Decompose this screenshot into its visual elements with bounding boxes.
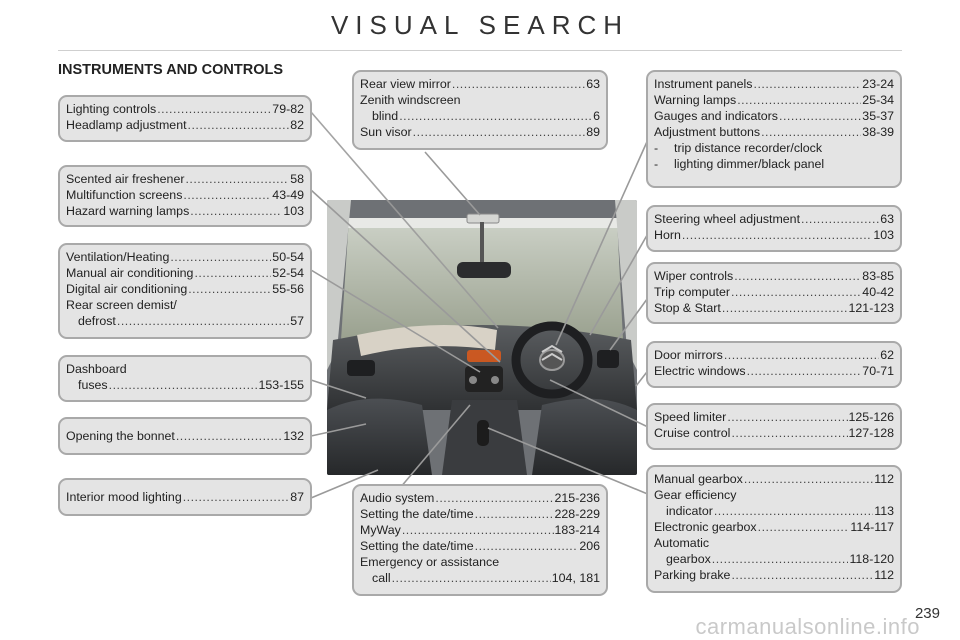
entry-electric-windows: Electric windows70-71 (654, 363, 894, 379)
box-instruments: Instrument panels23-24 Warning lamps25-3… (646, 70, 902, 188)
entry-horn: Horn103 (654, 227, 894, 243)
entry-sun-visor: Sun visor89 (360, 124, 600, 140)
car-interior-illustration (327, 200, 637, 475)
page-title: VISUAL SEARCH (330, 10, 630, 40)
bullet-lighting-dimmer: -lighting dimmer/black panel (654, 157, 825, 171)
entry-multifunction-screens: Multifunction screens43-49 (66, 187, 304, 203)
entry-instrument-panels: Instrument panels23-24 (654, 76, 894, 92)
entry-opening-the-bonnet: Opening the bonnet132 (66, 428, 304, 444)
entry-headlamp-adjustment: Headlamp adjustment82 (66, 117, 304, 133)
entry-gear-efficiency-indicator: Gear efficiency indicator113 (654, 487, 894, 519)
box-scented: Scented air freshener58 Multifunction sc… (58, 165, 312, 227)
entry-hazard-warning-lamps: Hazard warning lamps103 (66, 203, 304, 219)
box-bonnet: Opening the bonnet132 (58, 417, 312, 455)
box-mood-lighting: Interior mood lighting87 (58, 478, 312, 516)
entry-rear-view-mirror: Rear view mirror63 (360, 76, 600, 92)
entry-myway: MyWay183-214 (360, 522, 600, 538)
section-heading: INSTRUMENTS AND CONTROLS (58, 62, 284, 78)
entry-emergency-call: Emergency or assistance call104, 181 (360, 554, 600, 586)
entry-setting-date-time-audio: Setting the date/time228-229 (360, 506, 600, 522)
entry-ventilation-heating: Ventilation/Heating50-54 (66, 249, 304, 265)
entry-setting-date-time-myway: Setting the date/time206 (360, 538, 600, 554)
entry-audio-system: Audio system215-236 (360, 490, 600, 506)
box-wiper: Wiper controls83-85 Trip computer40-42 S… (646, 262, 902, 324)
entry-speed-limiter: Speed limiter125-126 (654, 409, 894, 425)
entry-manual-air-conditioning: Manual air conditioning52-54 (66, 265, 304, 281)
entry-manual-gearbox: Manual gearbox112 (654, 471, 894, 487)
box-mirror: Rear view mirror63 Zenith windscreen bli… (352, 70, 608, 150)
page-number: 239 (914, 605, 940, 622)
box-dashboard-fuses: Dashboard fuses153-155 (58, 355, 312, 402)
entry-wiper-controls: Wiper controls83-85 (654, 268, 894, 284)
box-ventilation: Ventilation/Heating50-54 Manual air cond… (58, 243, 312, 339)
entry-stop-and-start: Stop & Start121-123 (654, 300, 894, 316)
entry-lighting-controls: Lighting controls79-82 (66, 101, 304, 117)
entry-parking-brake: Parking brake112 (654, 567, 894, 583)
watermark: carmanualsonline.info (695, 614, 920, 639)
bullet-trip-distance: -trip distance recorder/clock (654, 141, 823, 155)
entry-digital-air-conditioning: Digital air conditioning55-56 (66, 281, 304, 297)
box-door-mirrors: Door mirrors62 Electric windows70-71 (646, 341, 902, 388)
box-gearbox: Manual gearbox112 Gear efficiency indica… (646, 465, 902, 593)
entry-cruise-control: Cruise control127-128 (654, 425, 894, 441)
entry-trip-computer: Trip computer40-42 (654, 284, 894, 300)
entry-door-mirrors: Door mirrors62 (654, 347, 894, 363)
entry-rear-screen-demist: Rear screen demist/ defrost57 (66, 297, 304, 329)
entry-interior-mood-lighting: Interior mood lighting87 (66, 489, 304, 505)
entry-zenith-windscreen-blind: Zenith windscreen blind6 (360, 92, 600, 124)
entry-steering-wheel-adjustment: Steering wheel adjustment63 (654, 211, 894, 227)
box-speed: Speed limiter125-126 Cruise control127-1… (646, 403, 902, 450)
entry-adjustment-buttons: Adjustment buttons38-39 (654, 124, 894, 140)
entry-automatic-gearbox: Automatic gearbox118-120 (654, 535, 894, 567)
box-steering: Steering wheel adjustment63 Horn103 (646, 205, 902, 252)
entry-electronic-gearbox: Electronic gearbox114-117 (654, 519, 894, 535)
entry-gauges-and-indicators: Gauges and indicators35-37 (654, 108, 894, 124)
title-rule (58, 50, 902, 51)
entry-scented-air-freshener: Scented air freshener58 (66, 171, 304, 187)
entry-warning-lamps: Warning lamps25-34 (654, 92, 894, 108)
box-audio: Audio system215-236 Setting the date/tim… (352, 484, 608, 596)
entry-dashboard-fuses: Dashboard fuses153-155 (66, 361, 304, 393)
box-lighting: Lighting controls79-82 Headlamp adjustme… (58, 95, 312, 142)
